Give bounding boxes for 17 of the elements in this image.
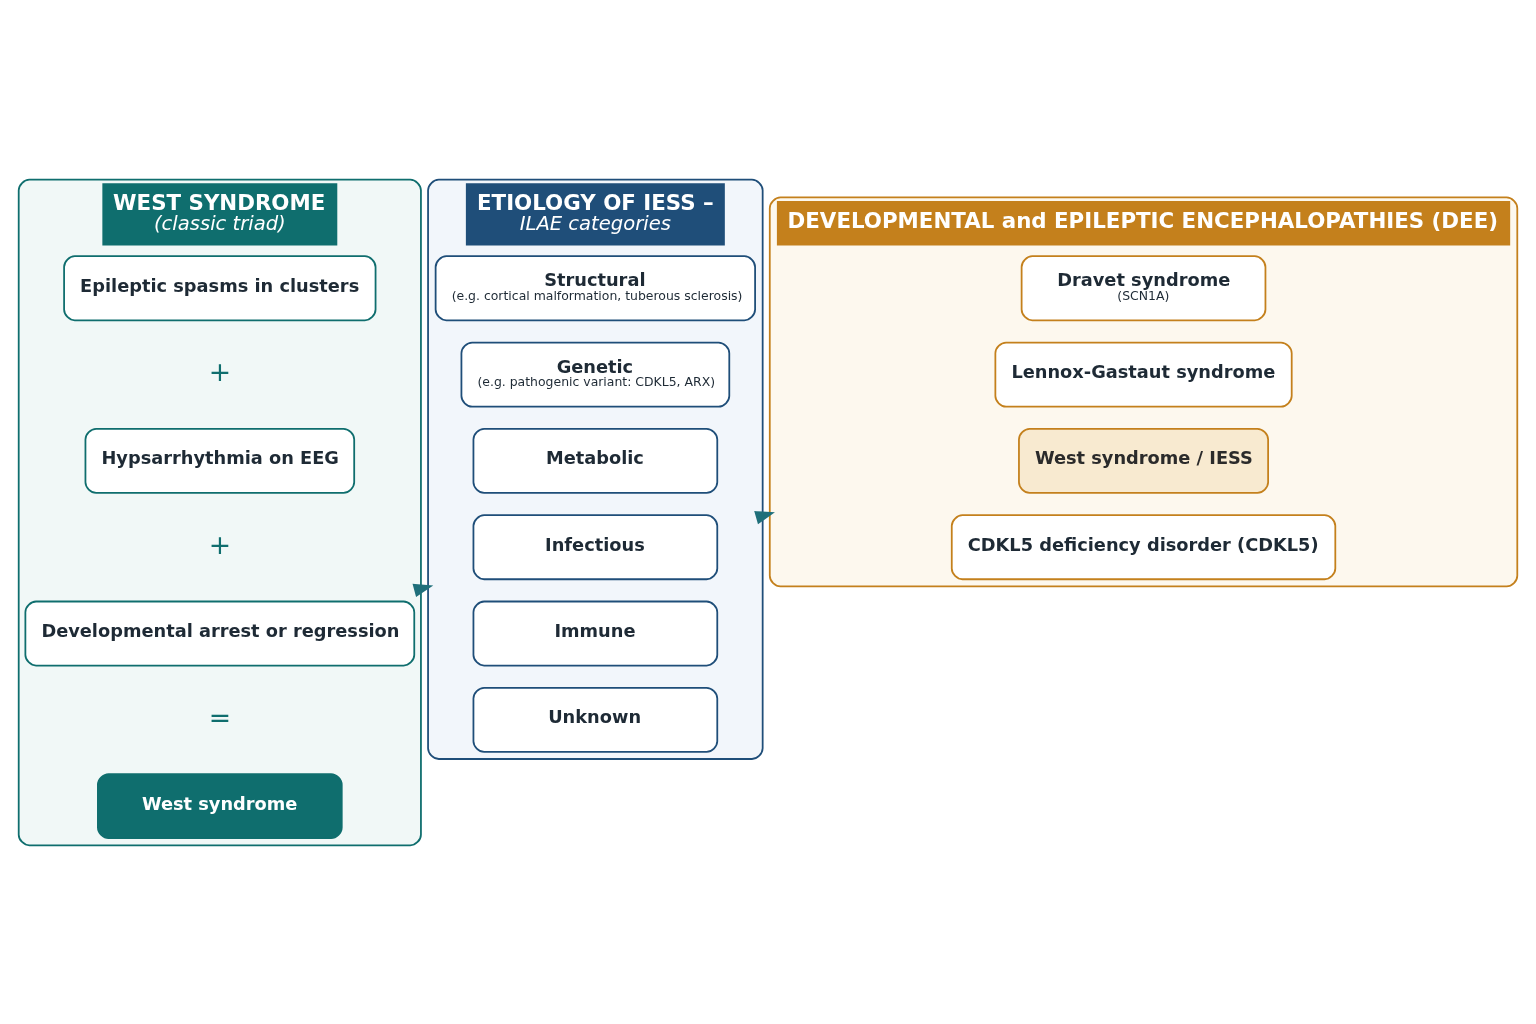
node-box: CDKL5 deficiency disorder (CDKL5) [950, 513, 1337, 580]
label: = [208, 701, 232, 733]
label: + [208, 528, 232, 560]
node-box: Genetic (e.g. pathogenic variant: CDKL5, ARX) [460, 341, 731, 407]
node-box: Metabolic [472, 427, 719, 494]
node-box: Lennox-Gastaut syndrome [994, 341, 1293, 407]
node-box: Developmental arrest or regression [24, 600, 416, 666]
node-box: West syndrome / IESS [1018, 427, 1269, 494]
node-box: Dravet syndrome (SCN1A) [1020, 254, 1267, 321]
node-box: Structural (e.g. cortical malformation, tuberous sclerosis) [434, 254, 756, 321]
node-box: Epileptic spasms in clusters [63, 254, 377, 321]
node-box: West syndrome [97, 772, 343, 839]
node-box: Immune [472, 600, 719, 666]
node-box: Infectious [472, 513, 719, 580]
node-box: Hypsarrhythmia on EEG [84, 427, 356, 494]
label: + [208, 355, 232, 387]
node-box: Unknown [472, 686, 719, 753]
